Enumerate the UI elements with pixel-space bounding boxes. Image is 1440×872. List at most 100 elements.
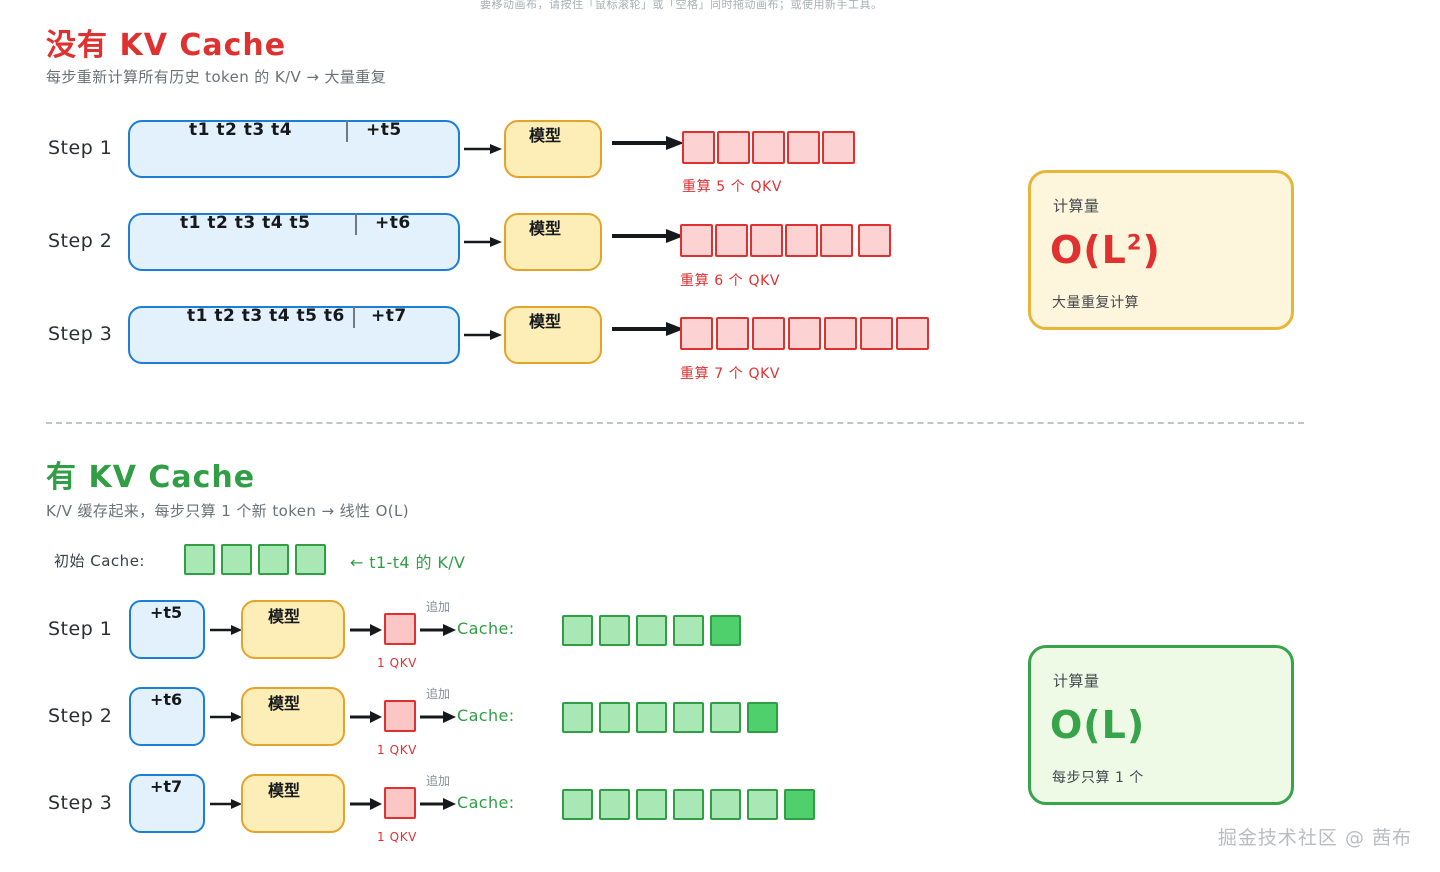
arrow-model-to-qkv-1 — [612, 136, 684, 150]
arrow-model-to-qkv-2 — [612, 229, 684, 243]
section-title-with-kv-cache: 有 KV Cache — [46, 460, 256, 495]
qkv-square — [788, 317, 821, 350]
model-box-step-3 — [504, 306, 602, 364]
cache-square-new — [710, 615, 741, 646]
qkv-square — [752, 131, 785, 164]
kv-append-label-3: 追加 — [426, 774, 451, 788]
kv-model-label-3: 模型 — [268, 781, 301, 800]
kv-arrow-qkv-to-cache-3 — [420, 798, 456, 810]
complexity-value-quadratic: O(L2) — [1050, 228, 1161, 272]
kv-qkv-square-1 — [384, 613, 416, 645]
complexity-card-quadratic — [1028, 170, 1294, 330]
qkv-square — [680, 224, 713, 257]
kv-model-box-3 — [241, 774, 345, 833]
qkv-square — [787, 131, 820, 164]
model-label-step-2: 模型 — [529, 219, 562, 238]
initial-cache-label: 初始 Cache: — [54, 552, 145, 570]
qkv-square — [716, 317, 749, 350]
complexity-note-quadratic: 大量重复计算 — [1052, 295, 1139, 311]
cache-square — [562, 789, 593, 820]
qkv-square — [715, 224, 748, 257]
kv-new-token-label-2: +t6 — [150, 690, 183, 709]
kv-qkv-caption-3: 1 QKV — [377, 830, 417, 844]
sequence-separator-step-2 — [355, 213, 357, 235]
cache-square — [562, 615, 593, 646]
kv-qkv-caption-2: 1 QKV — [377, 743, 417, 757]
kv-new-token-box-3 — [129, 774, 205, 833]
kv-model-label-2: 模型 — [268, 694, 301, 713]
kv-step-label-2: Step 2 — [48, 705, 113, 727]
cache-square — [636, 702, 667, 733]
model-box-step-2 — [504, 213, 602, 271]
cache-square — [673, 789, 704, 820]
section-title-no-kv-cache: 没有 KV Cache — [46, 28, 287, 63]
kv-arrow-qkv-to-cache-1 — [420, 624, 456, 636]
qkv-caption-step-2: 重算 6 个 QKV — [680, 273, 781, 289]
qkv-square — [896, 317, 929, 350]
kv-model-box-2 — [241, 687, 345, 746]
section-divider — [46, 422, 1304, 424]
cache-square — [184, 544, 215, 575]
arrow-seq-to-model-2 — [464, 237, 502, 247]
qkv-square — [785, 224, 818, 257]
sequence-new-token-step-1: +t5 — [366, 120, 402, 140]
complexity-card-label-quadratic: 计算量 — [1053, 197, 1100, 215]
complexity-base: O(L — [1050, 228, 1127, 272]
kv-arrow-token-to-model-3 — [210, 799, 242, 809]
kv-arrow-token-to-model-1 — [210, 625, 242, 635]
kv-arrow-token-to-model-2 — [210, 712, 242, 722]
cache-square — [562, 702, 593, 733]
cache-square — [599, 702, 630, 733]
kv-qkv-square-3 — [384, 787, 416, 819]
kv-qkv-square-2 — [384, 700, 416, 732]
cache-square — [636, 615, 667, 646]
model-label-step-3: 模型 — [529, 312, 562, 331]
qkv-square — [822, 131, 855, 164]
model-box-step-1 — [504, 120, 602, 178]
cache-square — [673, 615, 704, 646]
kv-arrow-model-to-qkv-1 — [350, 624, 382, 636]
qkv-square — [820, 224, 853, 257]
step-label-2: Step 2 — [48, 230, 113, 252]
kv-cache-label-1: Cache: — [457, 619, 515, 638]
kv-qkv-caption-1: 1 QKV — [377, 656, 417, 670]
qkv-caption-step-3: 重算 7 个 QKV — [680, 366, 781, 382]
arrow-model-to-qkv-3 — [612, 322, 684, 336]
kv-append-label-2: 追加 — [426, 687, 451, 701]
kv-new-token-box-2 — [129, 687, 205, 746]
cache-square — [258, 544, 289, 575]
qkv-square — [824, 317, 857, 350]
complexity-value-linear: O(L) — [1050, 703, 1146, 747]
cache-square-new — [747, 702, 778, 733]
complexity-card-label-linear: 计算量 — [1053, 672, 1100, 690]
qkv-square — [717, 131, 750, 164]
sequence-box-step-3 — [128, 306, 460, 364]
kv-step-label-1: Step 1 — [48, 618, 113, 640]
sequence-box-step-2 — [128, 213, 460, 271]
cache-square — [747, 789, 778, 820]
kv-step-label-3: Step 3 — [48, 792, 113, 814]
canvas-toolbar-hint: 要移动画布，请按住「鼠标滚轮」或「空格」同时拖动画布；或使用新手工具。 — [480, 0, 883, 11]
qkv-square — [858, 224, 891, 257]
cache-square — [599, 789, 630, 820]
complexity-card-linear — [1028, 645, 1294, 805]
complexity-tail: ) — [1142, 228, 1161, 272]
sequence-prefix-step-3: t1 t2 t3 t4 t5 t6 — [187, 306, 345, 326]
kv-new-token-box-1 — [129, 600, 205, 659]
step-label-3: Step 3 — [48, 323, 113, 345]
kv-arrow-model-to-qkv-3 — [350, 798, 382, 810]
qkv-square — [860, 317, 893, 350]
step-label-1: Step 1 — [48, 137, 113, 159]
sequence-box-step-1 — [128, 120, 460, 178]
kv-cache-label-3: Cache: — [457, 793, 515, 812]
kv-model-box-1 — [241, 600, 345, 659]
kv-model-label-1: 模型 — [268, 607, 301, 626]
model-label-step-1: 模型 — [529, 126, 562, 145]
cache-square — [673, 702, 704, 733]
sequence-new-token-step-2: +t6 — [375, 213, 411, 233]
cache-square — [710, 789, 741, 820]
kv-append-label-1: 追加 — [426, 600, 451, 614]
qkv-caption-step-1: 重算 5 个 QKV — [682, 179, 783, 195]
kv-cache-label-2: Cache: — [457, 706, 515, 725]
sequence-separator-step-3 — [353, 306, 355, 328]
